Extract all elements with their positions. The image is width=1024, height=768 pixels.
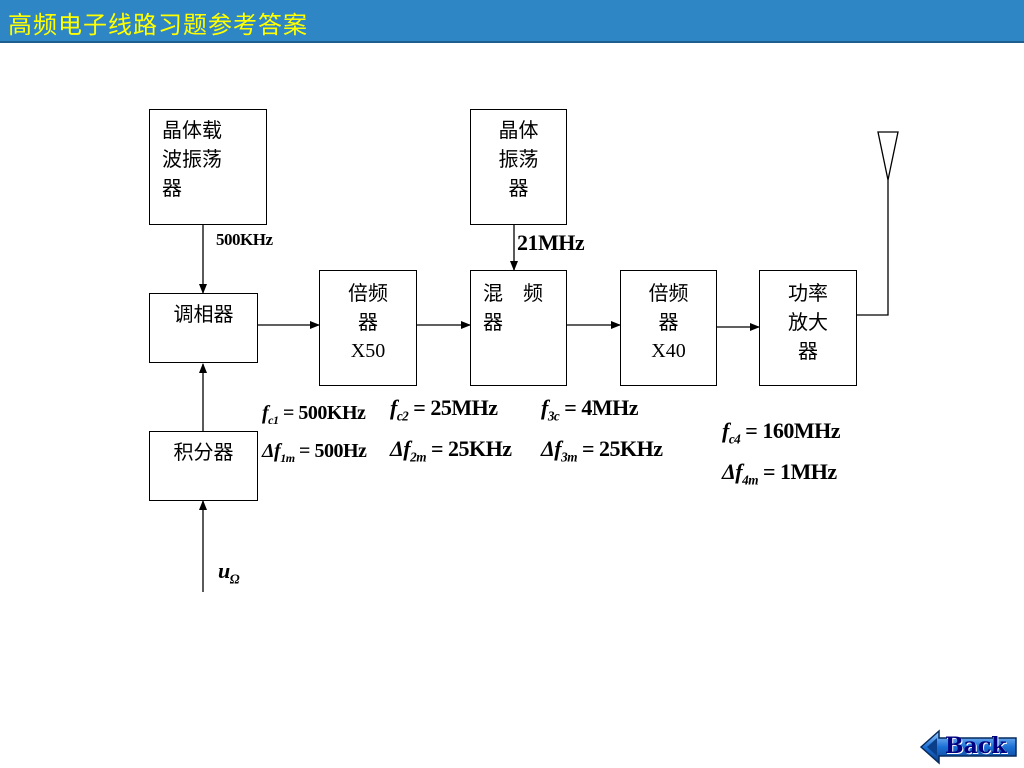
stage4-deviation-param: Δf4m = 1MHz — [722, 459, 837, 488]
back-button[interactable]: Back — [919, 729, 1019, 765]
block-label: 调相器 — [173, 302, 234, 326]
page-title: 高频电子线路习题参考答案 — [8, 11, 308, 39]
block-integrator: 积分器 — [149, 431, 258, 501]
crystal-frequency-label: 21MHz — [517, 230, 585, 255]
carrier-frequency-label: 500KHz — [216, 230, 273, 249]
block-label: 器 — [162, 176, 182, 200]
block-label: 倍频 — [648, 281, 689, 305]
block-label: 放大 — [788, 310, 828, 334]
stage2-deviation-param: Δf2m = 25KHz — [390, 436, 512, 465]
block-phase-modulator: 调相器 — [149, 293, 258, 363]
block-mixer: 混 频 器 — [470, 270, 567, 386]
antenna-icon — [877, 131, 899, 181]
stage2-carrier-param: fc2 = 25MHz — [390, 395, 498, 424]
block-label: X40 — [651, 340, 686, 362]
block-label: 波振荡 — [162, 147, 222, 171]
wire-power-amp-to-antenna — [857, 180, 889, 316]
block-label: 功率 — [788, 281, 828, 305]
input-signal-label: uΩ — [218, 558, 240, 587]
back-button-label: Back — [945, 733, 1007, 759]
block-carrier-oscillator: 晶体载 波振荡 器 — [149, 109, 267, 225]
block-label: 积分器 — [173, 440, 234, 464]
stage1-carrier-param: fc1 = 500KHz — [262, 402, 366, 427]
block-label: 器 — [358, 310, 378, 334]
block-label: X50 — [350, 340, 386, 362]
block-multiplier-x40: 倍频 器 X40 — [620, 270, 717, 386]
back-arrow-icon — [919, 729, 1017, 765]
block-label: 振荡 — [498, 147, 539, 171]
block-label: 器 — [798, 339, 818, 363]
block-label: 器 — [483, 310, 503, 334]
block-label: 器 — [508, 176, 529, 200]
block-label: 晶体载 — [162, 118, 222, 142]
stage3-deviation-param: Δf3m = 25KHz — [541, 436, 663, 465]
stage1-deviation-param: Δf1m = 500Hz — [262, 440, 367, 465]
stage4-carrier-param: fc4 = 160MHz — [722, 418, 840, 447]
block-label: 晶体 — [498, 118, 539, 142]
block-label: 混 频 — [483, 281, 543, 305]
block-label: 器 — [658, 310, 679, 334]
stage3-carrier-param: f3c = 4MHz — [541, 395, 638, 424]
block-crystal-oscillator: 晶体 振荡 器 — [470, 109, 567, 225]
block-label: 倍频 — [348, 281, 388, 305]
title-bar: 高频电子线路习题参考答案 — [0, 0, 1024, 43]
block-power-amplifier: 功率 放大 器 — [759, 270, 857, 386]
block-multiplier-x50: 倍频 器 X50 — [319, 270, 417, 386]
